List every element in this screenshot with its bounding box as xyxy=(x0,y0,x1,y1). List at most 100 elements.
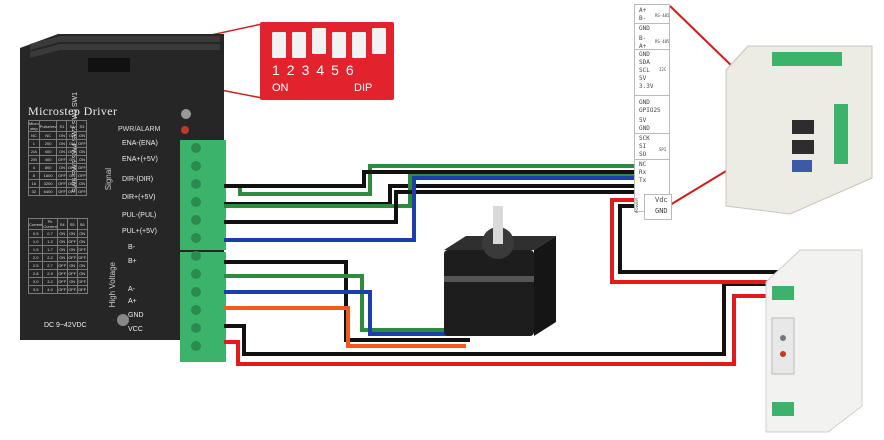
table-cell: 32 xyxy=(28,187,40,196)
terminal-screw xyxy=(191,341,201,351)
terminal-screw xyxy=(191,323,201,333)
driver-signal-label: Signal xyxy=(104,168,113,191)
table-cell: OFF xyxy=(56,261,68,270)
dip-switch-4 xyxy=(332,32,346,58)
dip-switch-inset: 123456 ON DIP xyxy=(260,22,394,100)
driver-pin-label: B- xyxy=(128,244,135,251)
driver-title: Microstep Driver xyxy=(28,104,118,118)
table-cell: ON xyxy=(76,269,88,278)
terminal-screw xyxy=(191,233,201,243)
dip-switch-6 xyxy=(372,28,386,54)
table-cell: 6400 xyxy=(38,187,58,196)
terminal-screw xyxy=(191,287,201,297)
table-cell: ON xyxy=(56,131,68,140)
table-cell: ON xyxy=(66,139,78,148)
table-cell: ON xyxy=(76,237,88,246)
table-cell: OFF xyxy=(66,179,78,188)
table-cell: ON xyxy=(66,245,78,254)
table-cell: ON xyxy=(66,277,78,286)
table-cell: OFF xyxy=(66,163,78,172)
connector-pin-label: NC xyxy=(639,161,647,168)
table-cell: OFF xyxy=(76,139,88,148)
signal-terminal-block xyxy=(180,140,226,250)
table-cell: 1600 xyxy=(38,171,58,180)
table-cell: 1.0 xyxy=(27,237,44,246)
motor-shaft xyxy=(493,206,503,244)
i2c-label: I2C xyxy=(659,67,667,72)
connector-pin-label: Tx xyxy=(639,177,647,184)
driver-pin-label: PUL-(PUL) xyxy=(122,212,157,219)
terminal-screw xyxy=(191,269,201,279)
wire-green-motor xyxy=(224,274,470,332)
table-cell: 1.5 xyxy=(27,245,44,254)
driver-pin-label: A+ xyxy=(128,298,137,305)
table-cell: ON xyxy=(66,131,78,140)
driver-pin-label: VCC xyxy=(128,326,143,333)
wire-blue-motor xyxy=(224,290,470,336)
table-cell: ON xyxy=(76,179,88,188)
table-cell: ON xyxy=(56,253,68,262)
table-cell: 2.5 xyxy=(27,261,44,270)
connector-pin-label: SCK xyxy=(639,135,650,142)
table-cell: ON xyxy=(56,147,68,156)
driver-pin-label: ENA-(ENA) xyxy=(122,140,158,147)
table-header-cell: S1 xyxy=(56,120,68,132)
wire-black-motor xyxy=(224,260,470,342)
vdc-label: Vdc xyxy=(655,196,668,204)
table-cell: 800 xyxy=(38,163,58,172)
table-cell: OFF xyxy=(56,269,68,278)
table-cell: ON xyxy=(56,229,68,238)
table-cell: OFF xyxy=(56,171,68,180)
table-cell: OFF xyxy=(56,179,68,188)
table-header-cell: Pk Current xyxy=(42,218,58,230)
driver-pin-label: DIR+(+5V) xyxy=(122,194,156,201)
dip-switch-1 xyxy=(272,32,286,58)
table-cell: 16 xyxy=(28,179,40,188)
connector-pin-label: GND xyxy=(639,25,650,32)
driver-pin-label: A- xyxy=(128,286,135,293)
wire-red-plc-vdc xyxy=(610,198,780,284)
dip-switch-numbers: 123456 xyxy=(272,62,361,78)
connector-pin-label: GPIO25 xyxy=(639,107,661,114)
connector-divider xyxy=(635,23,669,24)
connector-pin-label: B- xyxy=(639,15,647,22)
terminal-screw xyxy=(191,161,201,171)
table-cell: ON xyxy=(56,139,68,148)
connector-pin-label: GND xyxy=(639,51,650,58)
dip-dip-label: DIP xyxy=(354,82,373,94)
dip-switch-2 xyxy=(292,32,306,58)
plc-usb3-port xyxy=(792,160,812,172)
table-cell: ON xyxy=(56,237,68,246)
plc-terminal xyxy=(834,104,848,164)
driver-pin-label: PUL+(+5V) xyxy=(122,228,158,235)
plc-usb-port xyxy=(792,120,814,134)
terminal-screw xyxy=(191,179,201,189)
table-cell: 4 xyxy=(28,163,40,172)
rs485-label-1: RS-485 xyxy=(655,13,670,18)
table-cell: 2.0 xyxy=(27,253,44,262)
table-header-cell: Micro step xyxy=(28,120,40,132)
table-cell: OFF xyxy=(76,163,88,172)
power-connector: Vdc GND xyxy=(644,194,672,220)
table-cell: ON xyxy=(76,261,88,270)
table-cell: OFF xyxy=(66,285,78,294)
driver-fin xyxy=(30,36,220,50)
table-cell: 2.7 xyxy=(42,261,58,270)
table-cell: OFF xyxy=(76,285,88,294)
table-cell: 2/B xyxy=(28,155,40,164)
connector-pin-label: SDA xyxy=(639,59,650,66)
power-label: POWER xyxy=(634,198,639,214)
table-cell: OFF xyxy=(56,187,68,196)
table-cell: ON xyxy=(66,229,78,238)
connector-divider xyxy=(635,49,669,50)
connector-pin-label: 5V xyxy=(639,117,647,124)
terminal-screw xyxy=(191,305,201,315)
